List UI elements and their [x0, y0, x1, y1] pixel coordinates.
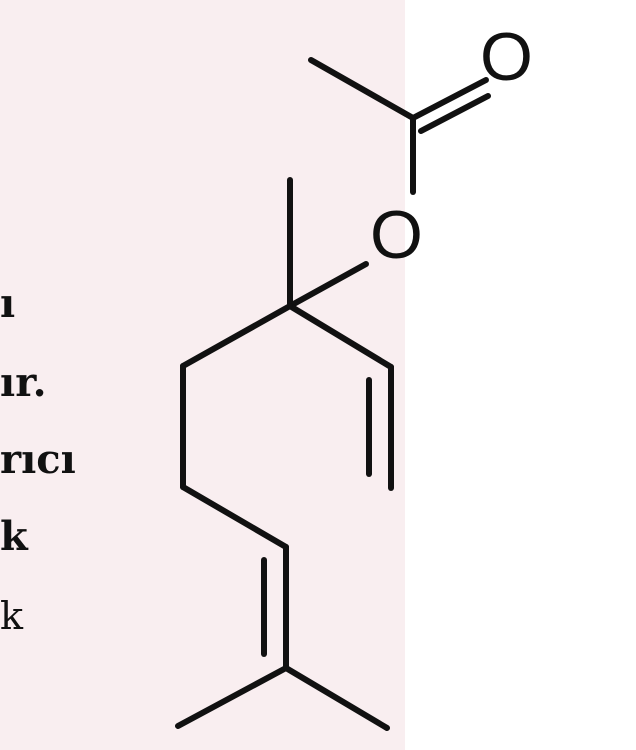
bond-terminal-methyl-left: [175, 665, 289, 729]
white-background-panel: [405, 0, 636, 750]
text-fragment-5: k: [0, 594, 24, 638]
ester-oxygen-label: O: [370, 197, 423, 273]
carbonyl-oxygen-label: O: [480, 19, 533, 95]
text-fragment-1: ı: [0, 280, 16, 327]
bond-terminal-methyl-right: [283, 665, 390, 731]
bond-chain-3: [180, 484, 289, 550]
bond-methyl-carbonyl: [308, 57, 416, 121]
pink-background-panel: [0, 0, 405, 750]
bond-vinyl: [287, 303, 394, 370]
text-fragment-4: k: [0, 513, 28, 560]
text-fragment-3: rıcı: [0, 436, 76, 483]
bond-carbonyl-double-outer: [410, 77, 489, 121]
bond-carbonyl-double-inner: [418, 93, 491, 134]
bond-ester-quaternary: [287, 261, 369, 309]
text-fragment-2: ır.: [0, 359, 47, 406]
bond-chain-1: [180, 303, 293, 369]
